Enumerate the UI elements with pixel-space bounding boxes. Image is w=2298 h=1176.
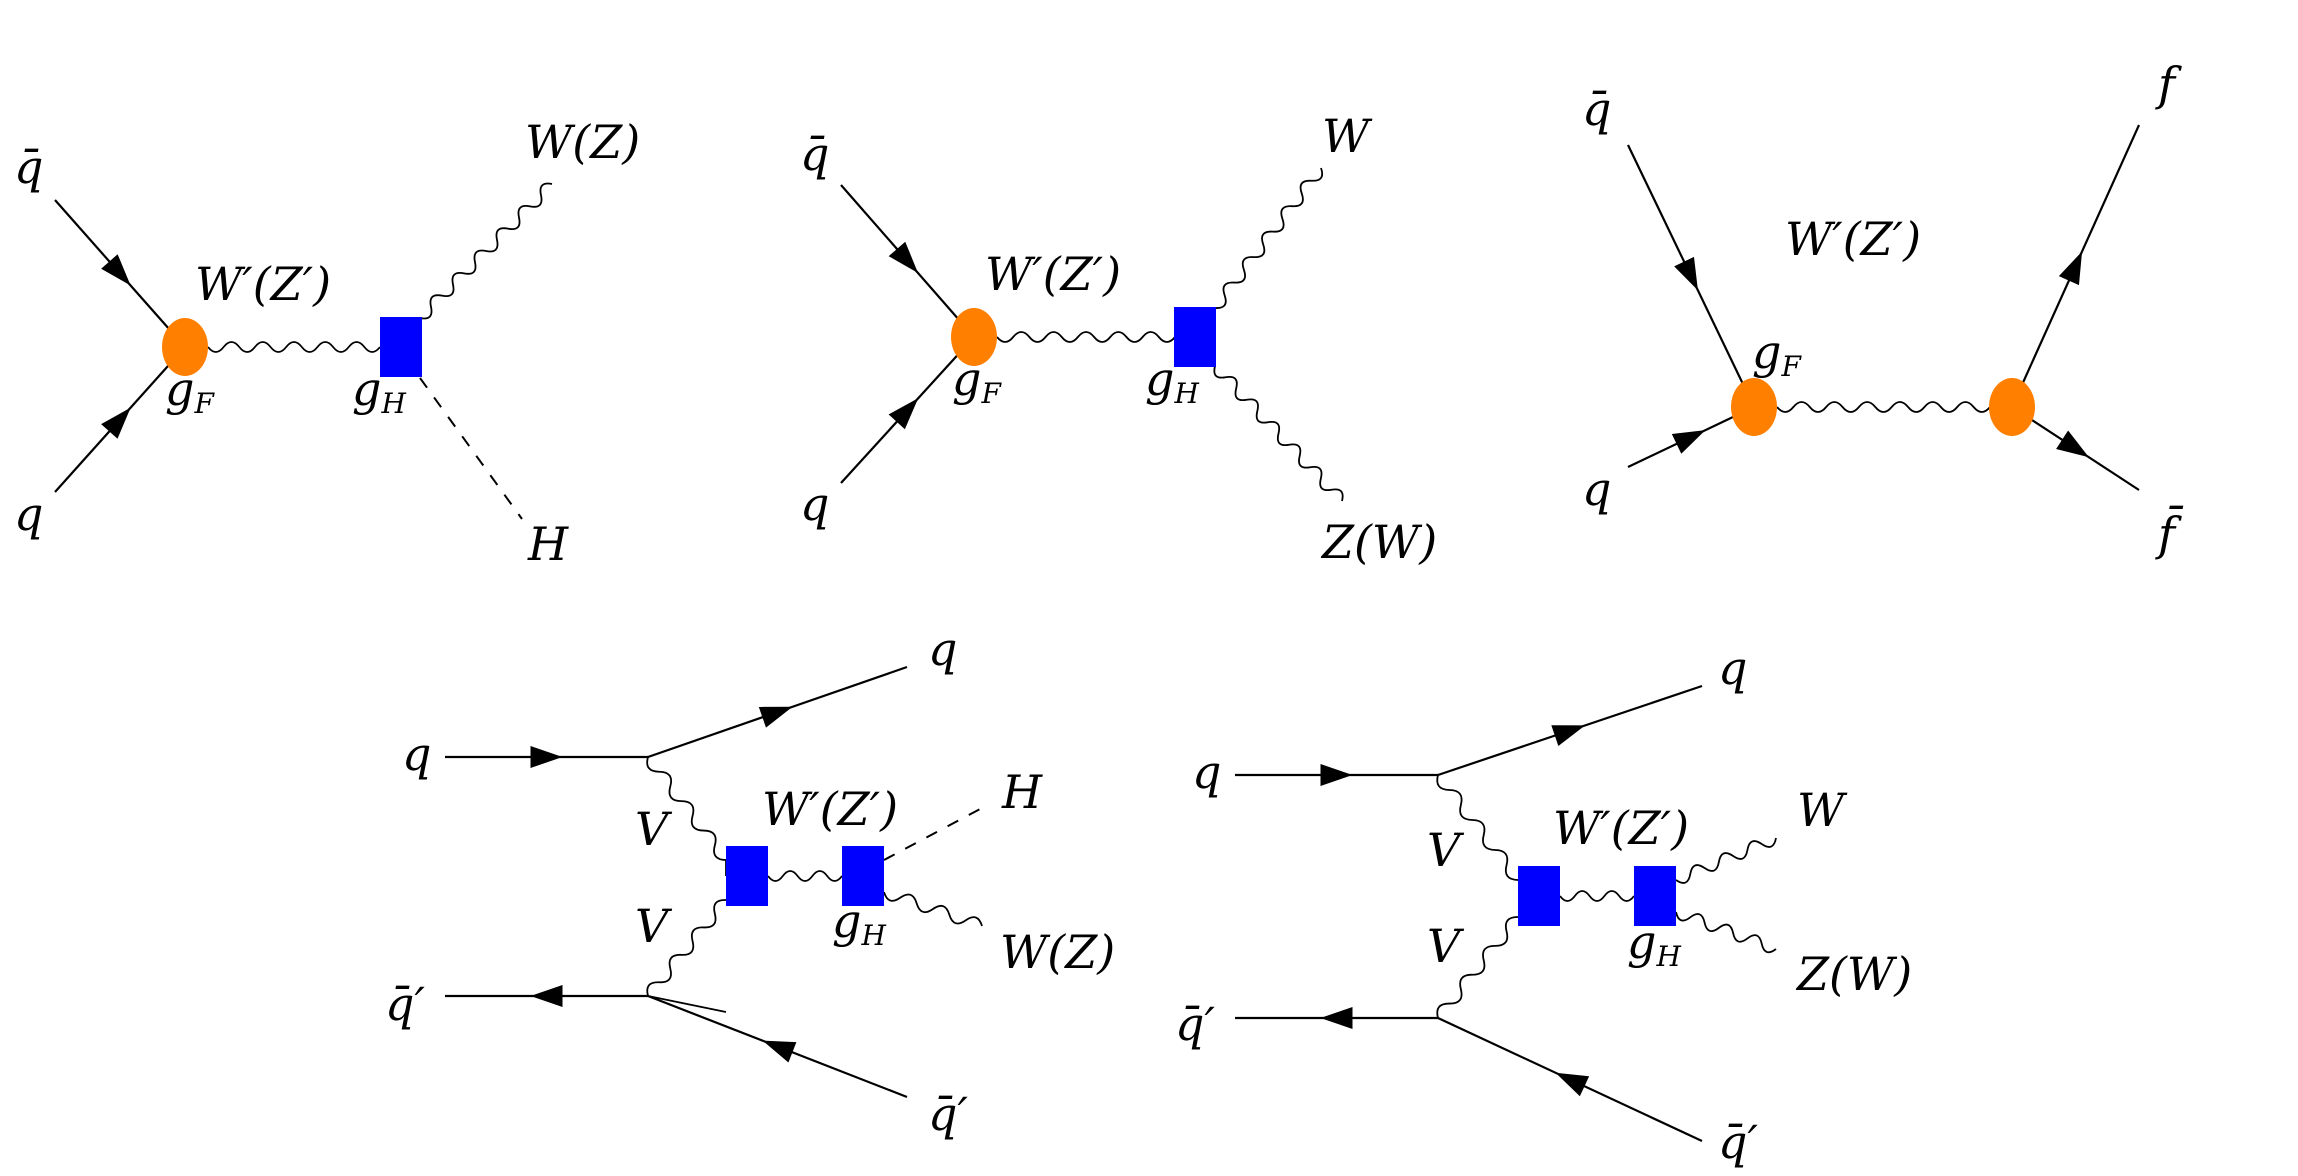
label-out-boson: W(Z): [1000, 925, 1115, 979]
label-out-boson-1: W: [1797, 783, 1848, 837]
diagram-vbf-wprime-to-vv: q q q̄′ q̄′ V V W′(Z′) gH W Z(W): [1175, 641, 1912, 1169]
boson-line: [1213, 365, 1344, 502]
arrow-icon: [1551, 725, 1586, 747]
label-coupling-gh: gH: [1627, 915, 1681, 973]
label-v-bottom: V: [635, 899, 673, 953]
arrow-icon: [530, 746, 563, 768]
boson-line: [647, 995, 727, 1013]
arrow-icon: [1671, 430, 1706, 454]
label-mediator: W′(Z′): [1553, 801, 1689, 855]
label-mediator: W′(Z′): [985, 247, 1121, 301]
boson-line: [1214, 167, 1324, 309]
fermion-vertex-icon: [951, 308, 997, 366]
diagram-wprime-to-vv: q̄ q W′(Z′) gF gH W Z(W): [800, 109, 1437, 569]
diagram-wprime-to-ff: q̄ q W′(Z′) gF f f̄: [1582, 57, 2183, 561]
boson-line: [419, 182, 553, 320]
label-out-quark: q: [1718, 641, 1747, 695]
label-in-antiquark: q̄′: [385, 977, 425, 1031]
label-coupling-gf: gF: [1752, 325, 1802, 383]
arrow-icon: [1320, 1007, 1353, 1029]
boson-line: [646, 756, 727, 861]
boson-line: [767, 870, 843, 882]
label-v-top: V: [1427, 823, 1465, 877]
boson-line: [1675, 911, 1777, 954]
boson-line: [207, 341, 381, 353]
label-out-quark: q: [928, 622, 957, 676]
label-coupling-gf: gF: [952, 352, 1002, 410]
diagram-lines: [54, 124, 2141, 1142]
label-out-higgs: H: [1001, 765, 1043, 819]
arrow-icon: [530, 985, 563, 1007]
label-mediator: W′(Z′): [762, 782, 898, 836]
label-out-higgs: H: [527, 517, 569, 571]
label-out-antifermion: f̄: [2155, 504, 2183, 561]
label-mediator: W′(Z′): [1785, 212, 1921, 266]
heavy-vertex-icon: [1634, 866, 1676, 926]
scalar-line: [883, 807, 983, 861]
boson-line: [1436, 774, 1519, 881]
label-in-antiquark: q̄′: [1175, 997, 1215, 1051]
boson-line: [1776, 401, 1991, 413]
arrow-icon: [888, 398, 919, 430]
boson-line: [996, 331, 1176, 343]
label-coupling-gf: gF: [165, 362, 215, 420]
heavy-vertex-icon: [1174, 307, 1216, 367]
label-mediator: W′(Z′): [195, 257, 331, 311]
arrow-icon: [762, 1040, 797, 1063]
label-in-quark: q: [1192, 745, 1221, 799]
arrow-icon: [1555, 1072, 1590, 1097]
arrow-icon: [101, 254, 131, 286]
diagram-wprime-to-vh: q̄ q W′(Z′) gF gH W(Z) H: [14, 115, 640, 571]
label-in-quark: q: [800, 477, 829, 531]
arrow-icon: [2056, 430, 2089, 458]
arrow-icon: [2058, 251, 2083, 286]
label-out-fermion: f: [2155, 57, 2182, 111]
diagram-vertices: [162, 307, 2035, 926]
boson-line: [646, 899, 727, 997]
boson-line: [1675, 837, 1777, 884]
label-coupling-gh: gH: [832, 894, 886, 952]
boson-line: [1436, 916, 1519, 1019]
fermion-vertex-icon: [1731, 378, 1777, 436]
label-v-top: V: [635, 802, 673, 856]
boson-line: [1559, 890, 1635, 902]
arrow-icon: [758, 706, 793, 728]
label-in-antiquark: q̄: [800, 127, 829, 181]
heavy-vertex-icon: [842, 846, 884, 906]
label-in-quark: q: [1582, 462, 1611, 516]
arrow-icon: [888, 241, 919, 274]
fermion-vertex-icon: [162, 318, 208, 376]
label-coupling-gh: gH: [1145, 352, 1199, 410]
label-out-antiquark: q̄′: [1718, 1115, 1758, 1169]
label-coupling-gh: gH: [352, 362, 406, 420]
label-in-antiquark: q̄: [14, 140, 43, 194]
arrow-icon: [1320, 764, 1353, 786]
fermion-vertex-icon: [1989, 378, 2035, 436]
label-out-boson-2: Z(W): [1795, 947, 1912, 1001]
arrow-icon: [1674, 256, 1698, 291]
boson-line: [883, 891, 983, 927]
label-out-antiquark: q̄′: [928, 1087, 968, 1141]
label-out-boson-1: W: [1322, 109, 1373, 163]
heavy-vertex-icon: [380, 317, 422, 377]
arrow-icon: [101, 407, 131, 439]
label-in-antiquark: q̄: [1582, 82, 1611, 136]
heavy-vertex-icon: [1518, 866, 1560, 926]
label-in-quark: q: [14, 487, 43, 541]
label-in-quark: q: [402, 727, 431, 781]
label-out-boson-2: Z(W): [1320, 515, 1437, 569]
label-out-boson: W(Z): [525, 115, 640, 169]
heavy-vertex-icon: [726, 846, 768, 906]
label-v-bottom: V: [1427, 919, 1465, 973]
diagram-vbf-wprime-to-vh: q q q̄′ q̄′ V V W′(Z′) gH H W(Z): [385, 622, 1115, 1141]
scalar-line: [419, 377, 523, 520]
